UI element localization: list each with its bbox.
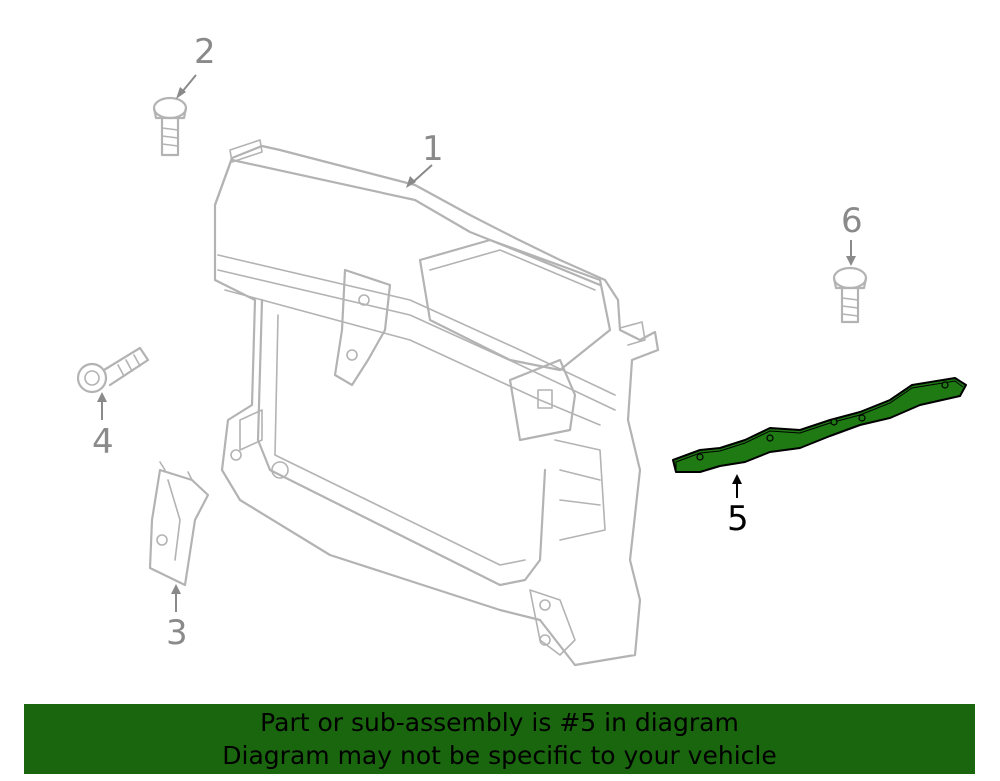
callout-6: 6 — [841, 201, 863, 241]
callout-3: 3 — [166, 613, 188, 653]
part-5-tie-bar[interactable] — [672, 377, 967, 473]
part-2-bolt[interactable] — [152, 96, 188, 157]
banner-line-1: Part or sub-assembly is #5 in diagram — [260, 708, 739, 737]
part-1-radiator-support[interactable] — [213, 139, 660, 667]
leader-lines — [97, 74, 856, 612]
parts-diagram: 1 2 3 4 5 6 — [76, 32, 967, 667]
part-4-bolt[interactable] — [76, 346, 150, 394]
callout-4: 4 — [92, 422, 114, 462]
part-3-bracket[interactable] — [148, 461, 210, 587]
callout-5: 5 — [727, 499, 749, 539]
info-banner: Part or sub-assembly is #5 in diagram Di… — [24, 704, 975, 774]
callout-1: 1 — [422, 129, 444, 169]
part-6-bolt[interactable] — [832, 266, 868, 324]
callout-2: 2 — [194, 32, 216, 72]
banner-line-2: Diagram may not be specific to your vehi… — [222, 741, 777, 770]
